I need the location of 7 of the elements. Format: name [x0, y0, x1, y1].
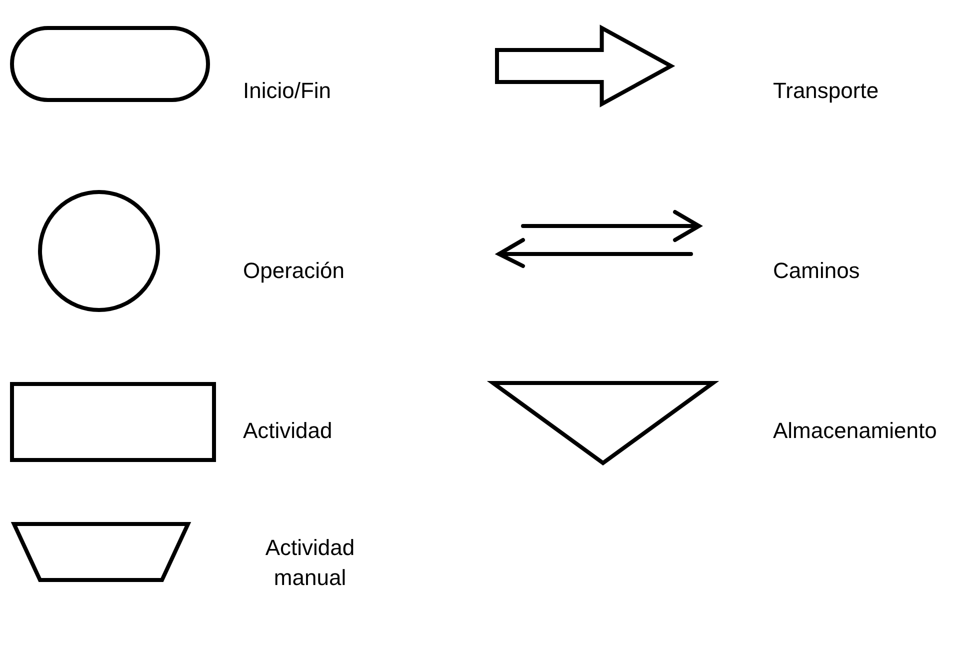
legend-label: Transporte — [773, 77, 879, 105]
legend-label: Caminos — [773, 257, 860, 285]
legend-label: Actividad — [243, 417, 332, 445]
legend-label: Almacenamiento — [773, 417, 937, 445]
legend-label: Actividad manual — [264, 534, 356, 592]
legend-label: Operación — [243, 257, 345, 285]
legend-label: Inicio/Fin — [243, 77, 332, 105]
